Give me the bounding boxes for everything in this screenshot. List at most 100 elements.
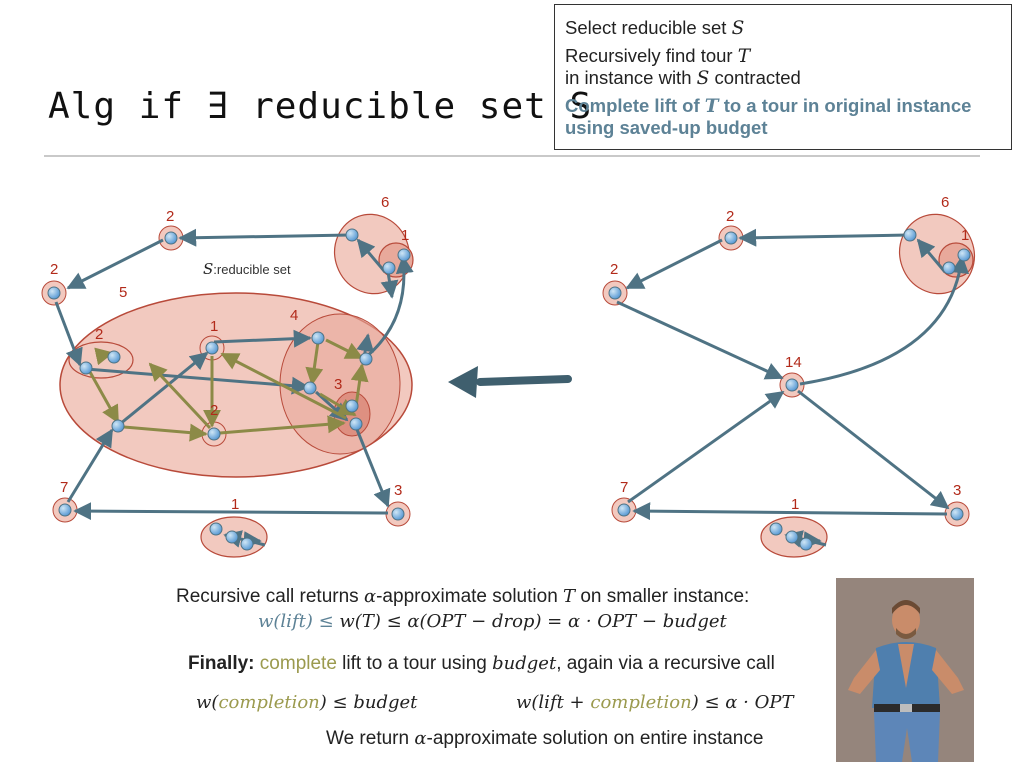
step-3-var: T <box>704 96 719 117</box>
weight-label: 4 <box>290 307 298 324</box>
left-nodes <box>47 228 411 551</box>
left-labels: 6 2 1 2 5 4 2 1 3 2 7 1 3 S:reducible se… <box>50 194 409 513</box>
weight-label: 2 <box>610 261 618 278</box>
text-fragment: ) ≤ budget <box>319 692 418 713</box>
graph-node <box>359 352 373 366</box>
graph-node <box>345 399 359 413</box>
finally-label: Finally: <box>188 653 255 674</box>
step-3-post: to a tour in original instance <box>718 95 972 116</box>
step-2-line2-pre: in instance with <box>565 67 697 88</box>
text-fragment: -approximate solution <box>376 586 564 607</box>
step-2-line2-var: S <box>696 68 710 89</box>
graph-node <box>303 381 317 395</box>
graph-node <box>47 286 61 300</box>
inequality-1: w(lift) ≤ w(T) ≤ α(OPT − drop) = α · OPT… <box>258 611 727 632</box>
text-fragment: ) ≤ α · OPT <box>691 692 794 713</box>
graph-node <box>79 361 93 375</box>
graph-diagram: 6 2 1 2 5 4 2 1 3 2 7 1 3 S:reducible se… <box>41 194 975 558</box>
weight-label: 2 <box>726 208 734 225</box>
graph-node <box>785 530 799 544</box>
weight-label: 14 <box>785 354 802 371</box>
weight-label: 3 <box>953 482 961 499</box>
graph-node <box>617 503 631 517</box>
weight-label: 7 <box>60 479 68 496</box>
weight-label: 1 <box>401 227 409 244</box>
graph-node <box>209 522 223 536</box>
text-fragment: Recursive call returns <box>176 586 364 607</box>
poster-photo <box>836 578 974 762</box>
left-olive-edges <box>88 338 369 442</box>
title-divider <box>44 155 980 157</box>
graph-node <box>382 261 396 275</box>
weight-label: 6 <box>941 194 949 211</box>
graph-node <box>950 507 964 521</box>
right-labels: 6 2 1 2 14 7 1 3 <box>610 194 969 513</box>
text-fragment: w(lift + <box>516 692 591 713</box>
step-2: Recursively find tour T in instance with… <box>565 45 1001 89</box>
text-fragment: w( <box>196 692 219 713</box>
inequality-2: w(completion) ≤ budget <box>196 692 417 713</box>
text-fragment: -approximate solution on entire instance <box>426 728 764 749</box>
graph-node <box>724 231 738 245</box>
graph-node <box>107 350 121 364</box>
text-fragment: We return <box>326 728 415 749</box>
graph-node <box>785 378 799 392</box>
algorithm-steps-box: Select reducible set S Recursively find … <box>554 4 1012 150</box>
weight-label: 2 <box>210 402 218 419</box>
graph-node <box>225 530 239 544</box>
inequality-3: w(lift + completion) ≤ α · OPT <box>516 692 793 713</box>
tour-symbol: T <box>563 586 576 607</box>
completion-term: completion <box>590 692 692 713</box>
graph-node <box>205 341 219 355</box>
step-2-line2-post: contracted <box>709 67 801 88</box>
left-blue-edges <box>54 228 414 550</box>
conclusion-line: We return α-approximate solution on enti… <box>326 728 763 750</box>
step-3-line2: using saved-up budget <box>565 117 768 138</box>
inequality-rest: w(T) ≤ α(OPT − drop) = α · OPT − budget <box>339 611 727 632</box>
step-1-text: Select reducible set <box>565 17 732 38</box>
graph-node <box>345 228 359 242</box>
right-blue-edges <box>616 228 970 550</box>
graph-node <box>903 228 917 242</box>
transform-arrow <box>448 366 572 398</box>
step-1-var: S <box>731 18 745 39</box>
reducible-set-label: S:reducible set <box>203 260 291 278</box>
graph-node <box>608 286 622 300</box>
finally-line: Finally: complete lift to a tour using b… <box>188 653 775 675</box>
alpha-symbol: α <box>363 586 377 607</box>
graph-node <box>164 231 178 245</box>
weight-label: 7 <box>620 479 628 496</box>
weight-label: 1 <box>231 496 239 513</box>
recursive-call-line: Recursive call returns α-approximate sol… <box>176 586 749 608</box>
step-3-pre: Complete lift of <box>565 95 705 116</box>
lift-term: w(lift) ≤ <box>258 611 340 632</box>
slide-title: Alg if ∃ reducible set S <box>48 86 593 127</box>
weight-label: 1 <box>961 227 969 244</box>
completion-term: completion <box>218 692 320 713</box>
weight-label: 2 <box>50 261 58 278</box>
graph-node <box>957 248 971 262</box>
weight-label: 3 <box>394 482 402 499</box>
weight-label: 1 <box>210 318 218 335</box>
weight-label: 5 <box>119 284 127 301</box>
text-fragment: , again via a recursive call <box>556 653 775 674</box>
graph-node <box>397 248 411 262</box>
step-3: Complete lift of T to a tour in original… <box>565 95 1001 138</box>
graph-node <box>311 331 325 345</box>
graph-node <box>240 537 254 551</box>
graph-node <box>942 261 956 275</box>
weight-label: 2 <box>95 326 103 343</box>
complete-word: complete <box>254 653 337 674</box>
alpha-symbol: α <box>414 728 427 749</box>
right-nodes <box>608 228 971 551</box>
graph-node <box>111 419 125 433</box>
graph-node <box>58 503 72 517</box>
step-2-text: Recursively find tour <box>565 45 738 66</box>
weight-label: 6 <box>381 194 389 211</box>
budget-term: budget <box>492 653 557 674</box>
step-1: Select reducible set S <box>565 17 1001 39</box>
text-fragment: lift to a tour using <box>336 653 493 674</box>
step-2-var: T <box>737 46 751 67</box>
graph-node <box>391 507 405 521</box>
graph-node <box>349 417 363 431</box>
